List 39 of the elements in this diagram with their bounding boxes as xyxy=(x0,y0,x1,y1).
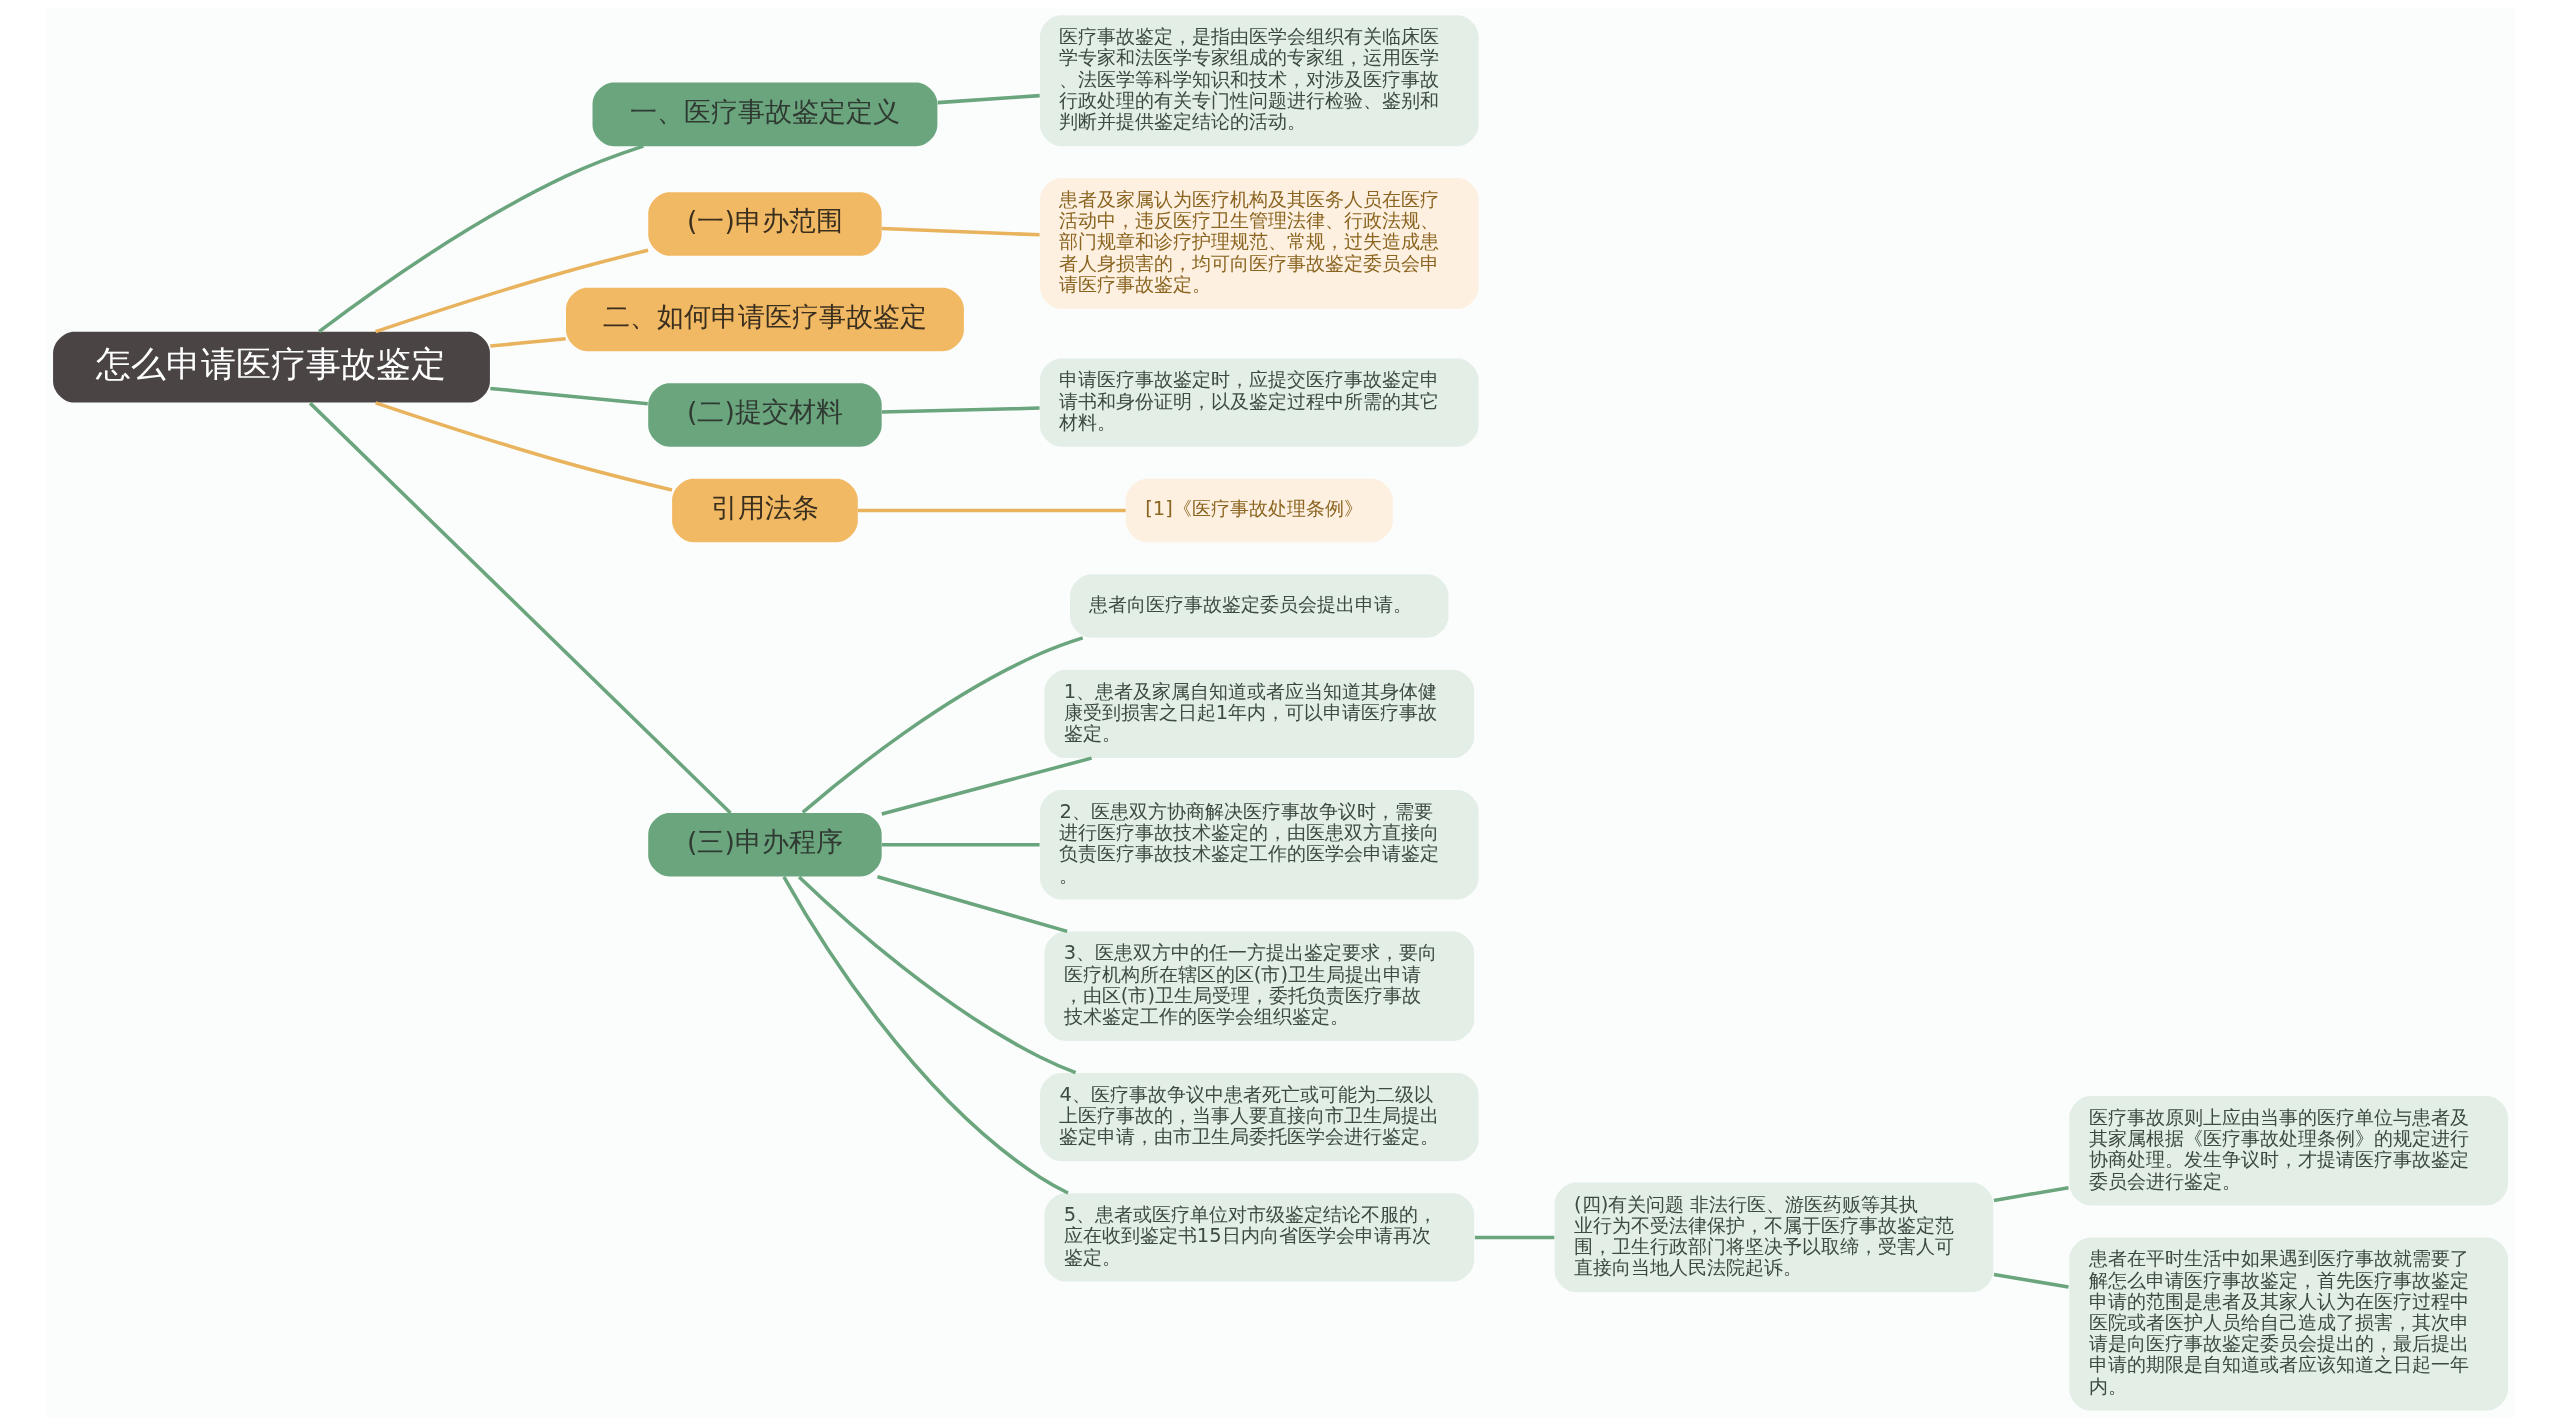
node-box: 医疗事故鉴定，是指由医学会组织有关临床医学专家和法医学专家组成的专家组，运用医学、法医学等科学知识和技术，对涉及医疗事故行政处理的有关专门性问题进行检验、鉴别和判断并提供鉴定结论的活动。 xyxy=(1039,15,1479,147)
node-box: (三)申办程序 xyxy=(647,812,882,877)
node-box: 患者向医疗事故鉴定委员会提出申请。 xyxy=(1069,574,1448,638)
node-box: 怎么申请医疗事故鉴定 xyxy=(52,331,490,403)
node-box: 5、患者或医疗单位对市级鉴定结论不服的，应在收到鉴定书15日内向省医学会申请再次鉴定。 xyxy=(1043,1193,1474,1282)
node-box: 申请医疗事故鉴定时，应提交医疗事故鉴定申请书和身份证明，以及鉴定过程中所需的其它材料。 xyxy=(1039,358,1479,447)
node-box: 患者及家属认为医疗机构及其医务人员在医疗活动中，违反医疗卫生管理法律、行政法规、部门规章和诊疗护理规范、常规，过失造成患者人身损害的，均可向医疗事故鉴定委员会申请医疗事故鉴定。 xyxy=(1039,178,1479,309)
node-box: (四)有关问题 非法行医、游医药贩等其执业行为不受法律保护，不属于医疗事故鉴定范围，卫生行政部门将坚决予以取缔，受害人可直接向当地人民法院起诉。 xyxy=(1554,1182,1993,1293)
connector xyxy=(374,401,672,492)
connector xyxy=(876,875,1068,934)
node-box: 一、医疗事故鉴定定义 xyxy=(592,82,937,147)
connector xyxy=(781,875,1069,1195)
node-box: 引用法条 xyxy=(671,478,858,543)
node-box: 1、患者及家属自知道或者应当知道其身体健康受到损害之日起1年内，可以申请医疗事故鉴定。 xyxy=(1043,669,1474,759)
connector xyxy=(801,636,1083,814)
connector xyxy=(1993,1272,2069,1289)
connector xyxy=(880,756,1092,816)
connector xyxy=(489,336,566,348)
node-box: 3、医患双方中的任一方提出鉴定要求，要向医疗机构所在辖区的区(市)卫生局提出申请，由区(市)卫生局受理，委托负责医疗事故技术鉴定工作的医学会组织鉴定。 xyxy=(1043,931,1474,1042)
node-box: 二、如何申请医疗事故鉴定 xyxy=(565,287,964,352)
connector xyxy=(881,843,1040,847)
node-box: 医疗事故原则上应由当事的医疗单位与患者及其家属根据《医疗事故处理条例》的规定进行协商处理。发生争议时，才提请医疗事故鉴定委员会进行鉴定。 xyxy=(2068,1095,2508,1206)
connector xyxy=(881,406,1040,414)
node-box: (一)申办范围 xyxy=(647,192,882,256)
node-box: 2、医患双方协商解决医疗事故争议时，需要进行医疗事故技术鉴定的，由医患双方直接向负责医疗事故技术鉴定工作的医学会申请鉴定。 xyxy=(1039,789,1479,900)
connector xyxy=(937,93,1040,105)
node-box: 患者在平时生活中如果遇到医疗事故就需要了解怎么申请医疗事故鉴定，首先医疗事故鉴定申请的范围是患者及其家人认为在医疗过程中医院或者医护人员给自己造成了损害，其次申请是向医疗事故鉴定委员会提出的，最后提出申请的期限是自知道或者应该知道之日起一年内。 xyxy=(2068,1237,2508,1411)
connector xyxy=(1993,1186,2069,1203)
node-box: [1]《医疗事故处理条例》 xyxy=(1125,478,1393,543)
connector xyxy=(308,401,732,815)
connector xyxy=(374,248,648,334)
connector xyxy=(489,386,648,406)
connector xyxy=(317,144,644,333)
node-box: (二)提交材料 xyxy=(647,383,882,447)
connector xyxy=(1474,1235,1554,1240)
node-box: 4、医疗事故争议中患者死亡或可能为二级以上医疗事故的，当事人要直接向市卫生局提出鉴定申请，由市卫生局委托医学会进行鉴定。 xyxy=(1039,1072,1479,1162)
connector xyxy=(881,226,1040,237)
connector xyxy=(857,508,1126,513)
connector xyxy=(797,875,1076,1075)
